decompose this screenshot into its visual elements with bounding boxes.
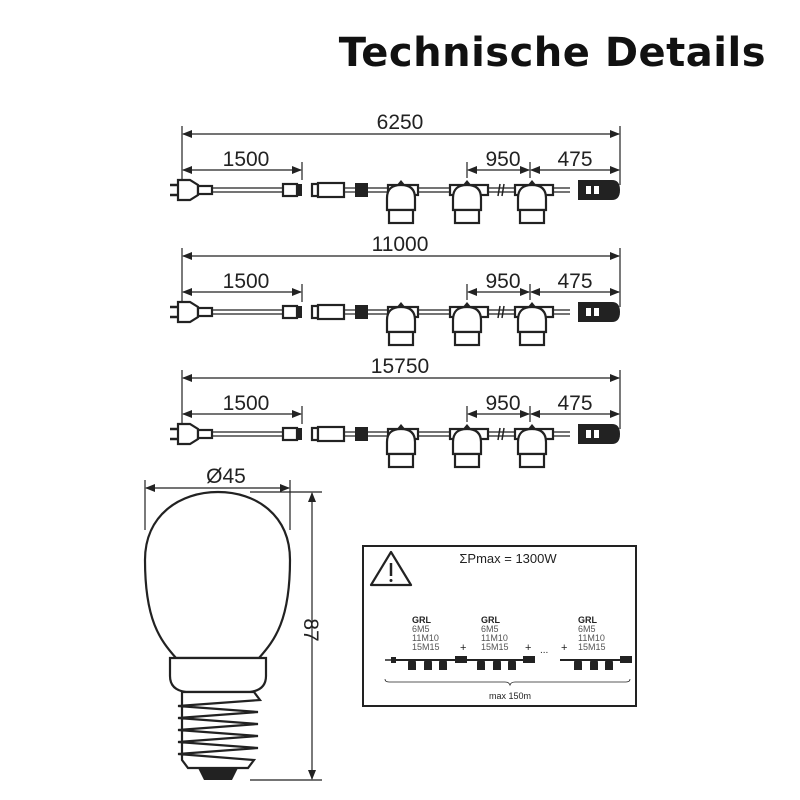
ellipsis: ... [540, 645, 548, 656]
total-length-label: 6250 [377, 111, 424, 134]
lead-length-label: 1500 [223, 392, 270, 415]
bulb-thread [177, 690, 263, 780]
model-variant: 15M15 [578, 642, 606, 652]
end-length-label: 475 [557, 148, 592, 171]
light-string-15750: 15750 1500 950 475 [170, 355, 620, 467]
plus-sign: + [525, 642, 531, 654]
total-length-label: 11000 [372, 233, 429, 256]
lead-length-label: 1500 [223, 270, 270, 293]
string-illustration [170, 180, 620, 223]
spacing-label: 950 [485, 392, 520, 415]
model-name: GRL [412, 615, 432, 625]
string-illustration [170, 424, 620, 467]
spacing-label: 950 [485, 270, 520, 293]
end-length-label: 475 [557, 392, 592, 415]
bulb-glass [143, 490, 292, 660]
model-variant: 15M15 [412, 642, 440, 652]
bulb-drawing: Ø45 87 [143, 465, 322, 781]
grl-model-3: GRL 6M5 11M10 15M15 [578, 615, 606, 652]
model-variant: 11M10 [412, 633, 439, 643]
model-variant: 6M5 [481, 624, 499, 634]
model-variant: 11M10 [578, 633, 605, 643]
plus-sign: + [460, 642, 466, 654]
lead-length-label: 1500 [223, 148, 270, 171]
end-length-label: 475 [557, 270, 592, 293]
grl-model-1: GRL 6M5 11M10 15M15 [412, 615, 440, 652]
model-name: GRL [578, 615, 598, 625]
model-variant: 11M10 [481, 633, 508, 643]
pmax-label: ΣPmax = 1300W [459, 551, 557, 566]
model-variant: 6M5 [412, 624, 430, 634]
warning-triangle-icon [369, 550, 413, 587]
plus-sign: + [561, 642, 567, 654]
bulb-diameter-label: Ø45 [206, 465, 246, 488]
chained-strings-icon [384, 656, 632, 687]
grl-model-2: GRL 6M5 11M10 15M15 [481, 615, 509, 652]
string-illustration [170, 302, 620, 345]
model-variant: 6M5 [578, 624, 596, 634]
model-name: GRL [481, 615, 501, 625]
light-string-6250: 6250 1500 950 475 [170, 111, 620, 223]
model-variant: 15M15 [481, 642, 509, 652]
max-length-label: max 150m [489, 691, 531, 701]
spacing-label: 950 [485, 148, 520, 171]
light-string-11000: 11000 1500 950 475 [170, 233, 620, 345]
power-notice-box: ΣPmax = 1300W GRL 6M5 11M10 15M15 GRL 6M… [362, 545, 637, 707]
total-length-label: 15750 [371, 355, 429, 378]
bulb-height-label: 87 [299, 618, 322, 641]
page-title: Technische Details [338, 30, 766, 76]
